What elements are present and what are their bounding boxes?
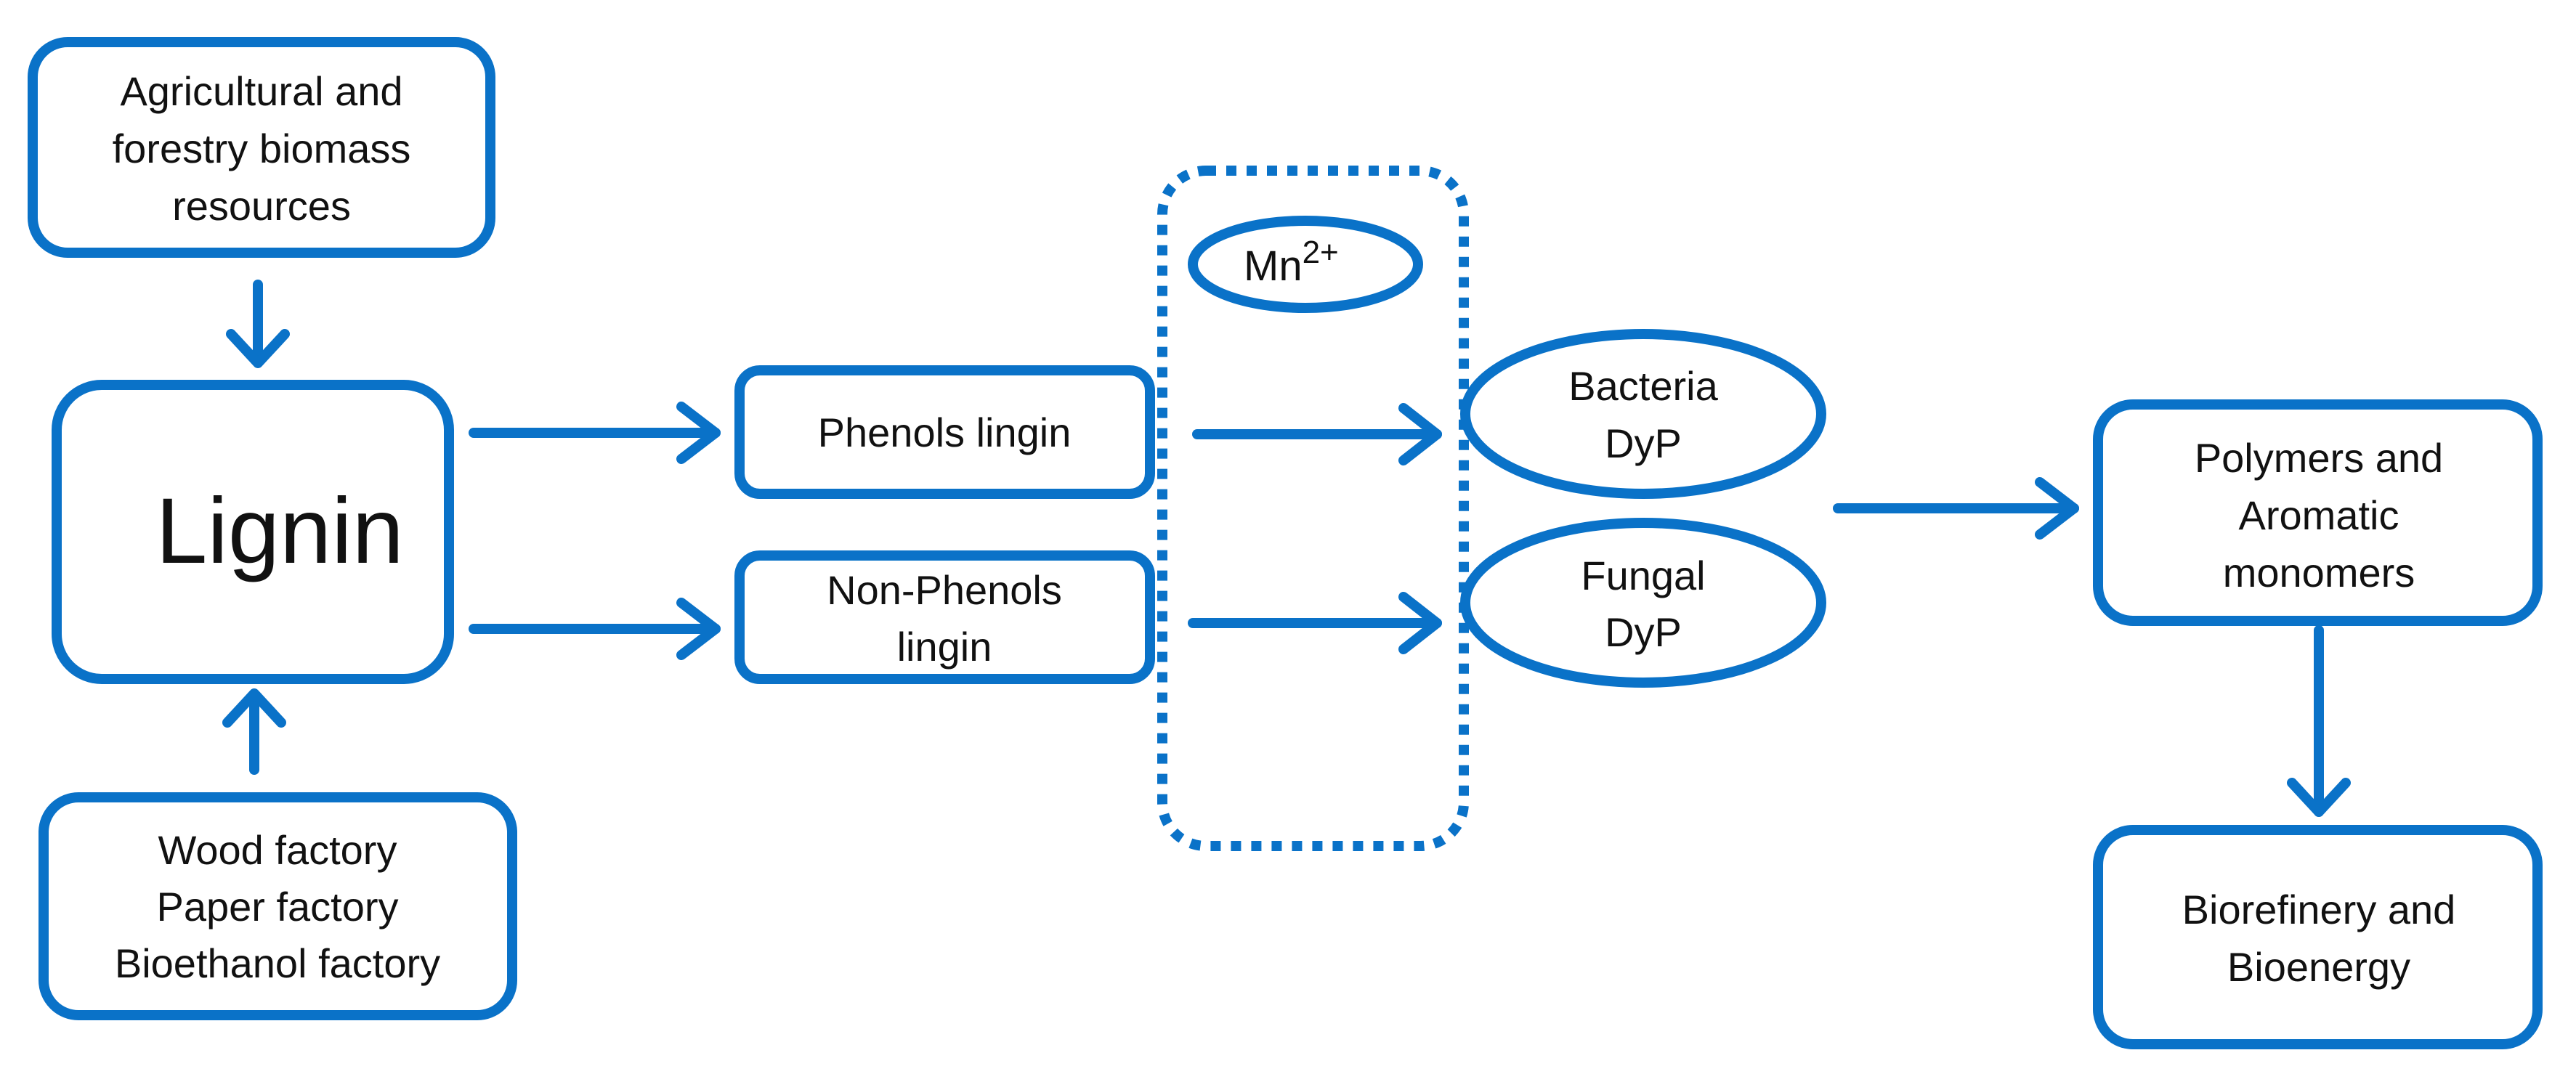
mn-ellipse bbox=[1188, 216, 1423, 313]
non-phenols-label-1: Non-Phenols bbox=[827, 567, 1062, 613]
mn-label-base: Mn bbox=[1244, 243, 1303, 290]
phenols-label: Phenols lingin bbox=[818, 410, 1072, 455]
factories-label-1: Wood factory bbox=[158, 827, 397, 873]
factories-label-2: Paper factory bbox=[156, 884, 398, 930]
arrow-phenols-to-bacteria-dyp bbox=[1192, 403, 1442, 465]
bacteria-dyp-label-1: Bacteria bbox=[1568, 363, 1718, 409]
arrow-polymers-to-biorefinery bbox=[2287, 625, 2351, 817]
fungal-dyp-label-2: DyP bbox=[1605, 609, 1682, 655]
polymers-label-3: monomers bbox=[2223, 550, 2415, 595]
non-phenols-label-2: lingin bbox=[897, 624, 992, 670]
fungal-dyp-ellipse bbox=[1460, 518, 1826, 688]
arrow-factories-to-lignin bbox=[222, 688, 286, 775]
biorefinery-label-2: Bioenergy bbox=[2227, 944, 2410, 990]
polymers-label-1: Polymers and bbox=[2195, 435, 2443, 481]
polymers-box bbox=[2093, 399, 2543, 626]
arrow-non-phenols-to-fungal-dyp bbox=[1188, 592, 1442, 654]
phenols-box bbox=[734, 365, 1155, 499]
agri-biomass-box bbox=[28, 37, 495, 258]
mn-label-superscript: 2+ bbox=[1303, 235, 1339, 270]
agri-biomass-label-2: forestry biomass bbox=[113, 126, 411, 171]
biorefinery-box bbox=[2093, 825, 2543, 1049]
mn-label: Mn2+ bbox=[1244, 235, 1339, 290]
arrow-dyp-to-polymers bbox=[1833, 477, 2079, 540]
arrow-lignin-to-phenols bbox=[469, 402, 721, 464]
fungal-dyp-label-1: Fungal bbox=[1581, 553, 1705, 598]
mn-dotted-group bbox=[1157, 166, 1469, 851]
biorefinery-label-1: Biorefinery and bbox=[2182, 887, 2456, 932]
arrow-biomass-to-lignin bbox=[226, 280, 290, 368]
bacteria-dyp-ellipse bbox=[1460, 329, 1826, 499]
agri-biomass-label-3: resources bbox=[172, 183, 351, 229]
lignin-box bbox=[52, 380, 454, 684]
arrow-lignin-to-non-phenols bbox=[469, 598, 721, 660]
factories-label-3: Bioethanol factory bbox=[115, 940, 440, 986]
polymers-label-2: Aromatic bbox=[2239, 492, 2399, 538]
non-phenols-box bbox=[734, 550, 1155, 684]
factories-box bbox=[39, 792, 517, 1020]
lignin-label: Lignin bbox=[155, 479, 404, 583]
agri-biomass-label-1: Agricultural and bbox=[120, 68, 402, 114]
bacteria-dyp-label-2: DyP bbox=[1605, 420, 1682, 466]
